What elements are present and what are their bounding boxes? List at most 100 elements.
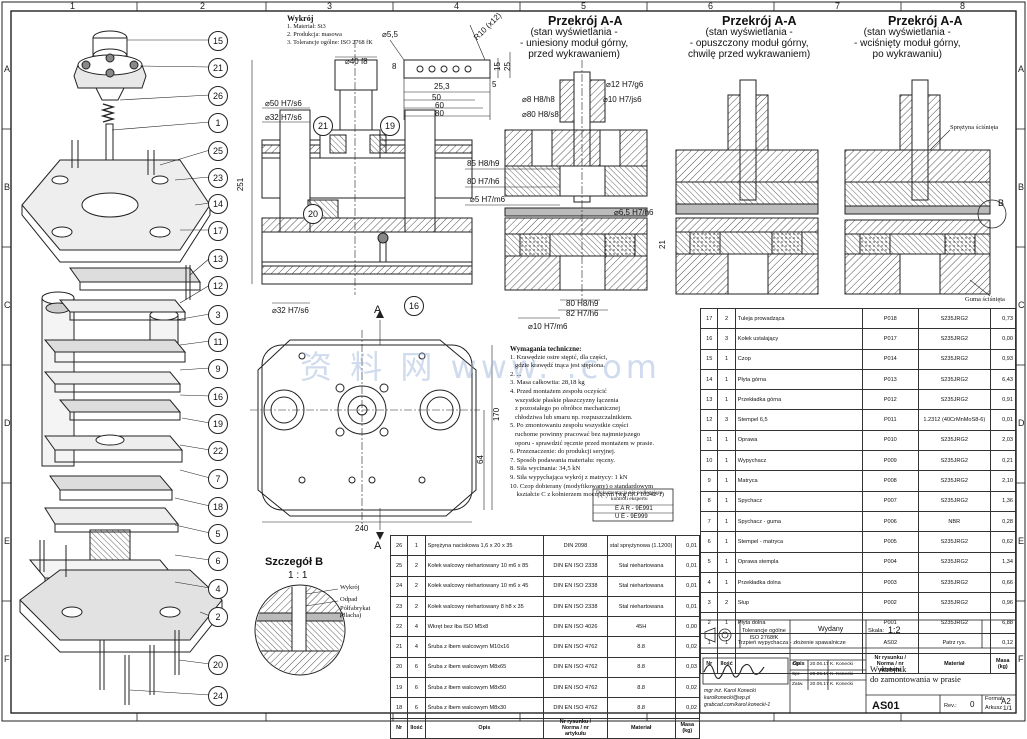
table-cell: Śruba z łbem walcowym M8x65 [424,656,545,679]
table-cell: NBR [917,510,991,533]
table-cell: 2,03 [989,429,1017,452]
part-callout: 14 [208,194,228,214]
dim-label: ⌀5,5 [382,30,398,39]
approval-cell: K. Konecki [830,662,853,667]
part-callout: 20 [303,204,323,224]
table-cell: S235JRG2 [917,571,991,594]
table-cell: 12 [699,409,719,431]
table-cell: 1 [717,470,736,492]
table-cell: S235JRG2 [917,490,991,512]
table-cell: 3 [699,592,719,614]
section-title: Przekrój A-A [888,14,963,28]
note-line: z pozostałego po obróbce mechanicznej [510,405,621,413]
row-label: A [4,64,11,74]
detail-label: Półfabrykat (blacha) [340,605,371,619]
table-cell: P002 [861,592,919,614]
dim-label: 8 [392,62,397,71]
section-marker: A [374,540,382,552]
part-callout: 6 [208,551,228,571]
dim-label: ⌀80 H8/s8 [522,110,559,119]
dim-label: 80 [435,109,444,118]
part-callout: 19 [208,414,228,434]
table-cell: Stempel - matryca [734,531,863,553]
row-label: E [1018,536,1025,546]
section-subtitle: (stan wyświetlania - - opuszczony moduł … [688,27,811,60]
table-cell: Spychacz [734,490,863,512]
table-cell: 6 [407,677,426,699]
header-cell: Masa (kg) [674,717,701,739]
table-cell: Śruba z łbem walcowym M8x50 [424,677,545,699]
detail-scale: 1 : 1 [288,570,308,581]
section-title: Przekrój A-A [722,14,797,28]
table-cell: S235JRG2 [917,612,991,634]
notes-title: Wymagania techniczne: [510,345,582,353]
table-cell: Czop [734,348,863,370]
note-line: 9. Siła wypychająca wykrój z matrycy: 1 … [510,473,628,481]
rev-value: 0 [970,700,975,709]
table-cell: 0,93 [989,348,1017,370]
table-cell: DIN EN ISO 2338 [543,595,608,618]
table-cell: 10 [699,450,719,472]
header-cell: Nr rysunku / Norma / nr artykułu [543,717,608,739]
row-label: A [1018,64,1025,74]
part-callout: 16 [208,387,228,407]
table-cell: 2 [407,555,426,577]
table-cell: P014 [861,348,919,370]
format-label: Format: [985,696,1005,702]
dim-label: 64 [475,455,485,464]
table-cell: Oprawa stempla [734,551,863,573]
column-label: 8 [960,1,966,11]
table-cell: 24 [389,575,409,597]
table-cell: S235JRG2 [917,389,991,411]
table-cell: 14 [699,368,719,391]
table-cell: DIN EN ISO 2338 [543,575,608,597]
part-callout: 7 [208,469,228,489]
table-cell: 8.8 [606,656,676,679]
table-cell: 0,01 [674,595,701,618]
table-cell: Spychacz - guma [734,510,863,533]
table-cell: Słup [734,592,863,614]
part-callout: 21 [313,116,333,136]
dim-label: ⌀6,5 H7/h6 [614,208,654,217]
table-cell: 2 [717,307,736,330]
dim-label: 240 [355,524,369,533]
note-line: 6. Przeznaczenie: do produkcji seryjnej. [510,448,616,456]
table-cell: 3 [717,409,736,431]
table-cell: 1 [717,450,736,472]
column-label: 1 [70,1,76,11]
part-callout: 23 [208,168,228,188]
table-cell: 1,34 [989,551,1017,573]
table-cell: 7 [699,510,719,533]
table-cell: DIN EN ISO 2338 [543,555,608,577]
dim-label: ⌀10 H7/m6 [528,322,568,331]
table-cell: 8.8 [606,677,676,699]
technical-drawing [1,1,1026,722]
table-cell: 26 [389,534,409,557]
approval-cell: 20.06.17 [810,672,829,677]
table-cell: 20 [389,656,409,679]
dim-label: ⌀32 H7/s6 [272,306,309,315]
approval-cell: Opr. [792,662,802,667]
column-label: 3 [327,1,333,11]
row-label: D [1018,418,1025,428]
table-cell: S235JRG2 [917,429,991,452]
detail-label: Wykrój [340,584,360,591]
table-cell: P008 [861,470,919,492]
table-cell: P018 [861,307,919,330]
table-cell: P017 [861,328,919,350]
part-callout: 17 [208,221,228,241]
table-cell: Śruba z łbem walcowym M10x16 [424,636,545,658]
note-line: gdzie krawędź tnąca jest stępiona. [510,362,605,370]
table-cell: DIN EN ISO 4762 [543,697,608,719]
table-cell: Przekładka dolna [734,571,863,594]
